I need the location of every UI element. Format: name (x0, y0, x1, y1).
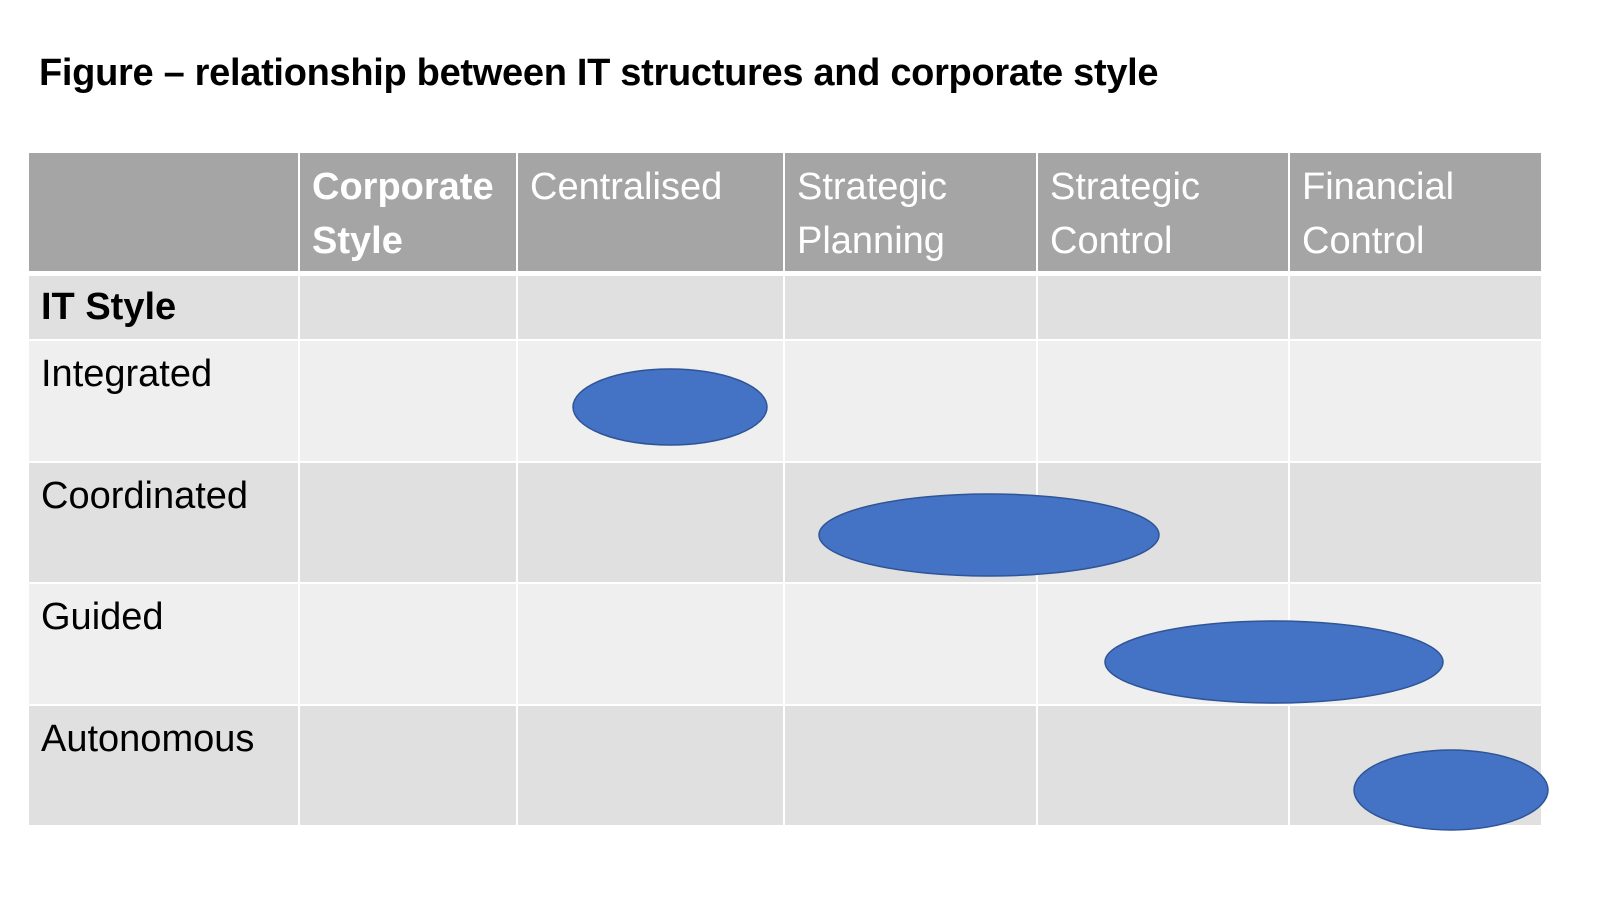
row-integrated: Integrated (27, 339, 1543, 463)
grid-cell (516, 704, 785, 827)
grid-cell (298, 704, 518, 827)
row-guided: Guided (27, 582, 1543, 706)
it-corporate-style-grid: Corporate Style Centralised Strategic Pl… (27, 151, 1543, 827)
column-header-line2: Control (1050, 220, 1173, 262)
grid-cell (783, 339, 1038, 463)
column-header-line1: Strategic (1050, 166, 1200, 208)
grid-cell (1288, 582, 1543, 706)
column-header-strategic-control: Strategic Control (1036, 151, 1290, 276)
header-row: Corporate Style Centralised Strategic Pl… (27, 151, 1543, 276)
row-label-coordinated: Coordinated (27, 461, 300, 584)
corporate-style-header-line1: Corporate (312, 166, 494, 208)
corner-cell (27, 151, 300, 276)
grid-cell (1288, 339, 1543, 463)
row-label-autonomous: Autonomous (27, 704, 300, 827)
grid-cell (516, 461, 785, 584)
grid-cell (1288, 272, 1543, 341)
grid-cell (516, 272, 785, 341)
grid-cell (516, 339, 785, 463)
figure-title: Figure – relationship between IT structu… (39, 52, 1159, 94)
column-header-line1: Centralised (530, 166, 723, 208)
column-header-line1: Financial (1302, 166, 1455, 208)
row-coordinated: Coordinated (27, 461, 1543, 584)
grid-cell (298, 461, 518, 584)
column-header-line2: Control (1302, 220, 1425, 262)
it-style-label-row: IT Style (27, 272, 1543, 341)
corporate-style-header-line2: Style (312, 220, 403, 262)
column-header-financial-control: Financial Control (1288, 151, 1543, 276)
grid-cell (1288, 461, 1543, 584)
grid-cell (298, 272, 518, 341)
corporate-style-header: Corporate Style (298, 151, 518, 276)
grid-cell (783, 704, 1038, 827)
row-label-integrated: Integrated (27, 339, 300, 463)
grid-cell (1036, 339, 1290, 463)
grid-cell (1036, 461, 1290, 584)
column-header-line1: Strategic (797, 166, 947, 208)
grid-cell (783, 461, 1038, 584)
grid-cell (298, 582, 518, 706)
grid-cell (298, 339, 518, 463)
row-autonomous: Autonomous (27, 704, 1543, 827)
column-header-line2: Planning (797, 220, 945, 262)
column-header-strategic-planning: Strategic Planning (783, 151, 1038, 276)
grid-cell (1288, 704, 1543, 827)
grid-cell (1036, 582, 1290, 706)
grid-cell (783, 272, 1038, 341)
grid-cell (1036, 272, 1290, 341)
grid-cell (1036, 704, 1290, 827)
it-style-header: IT Style (27, 272, 300, 341)
column-header-centralised: Centralised (516, 151, 785, 276)
grid-cell (516, 582, 785, 706)
row-label-guided: Guided (27, 582, 300, 706)
grid-cell (783, 582, 1038, 706)
